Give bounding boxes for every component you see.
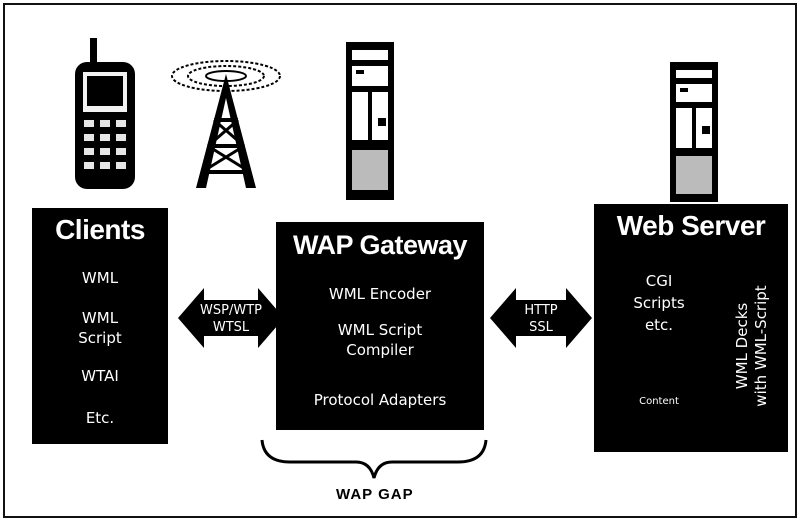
gateway-server-icon [346,42,394,200]
web-server-title: Web Server [616,210,766,241]
http-ssl-label: HTTP SSL [524,303,558,335]
web-server-content: Content [639,396,679,407]
arrow-clients-gateway [178,288,284,348]
clients-item-etc: Etc. [85,409,115,427]
clients-box: Clients WML WML Script WTAI Etc. [32,208,168,444]
arrow-gateway-server [490,288,592,348]
clients-item-wtai: WTAI [81,367,119,385]
gateway-box: WAP Gateway WML Encoder WML Script Compi… [276,222,484,430]
web-server-icon [670,62,718,202]
web-server-wml-decks: WML Decks with WML-Script [733,285,770,407]
radio-tower-icon [171,60,281,188]
web-server-box: Web Server CGI Scripts etc. Content WML … [594,204,788,452]
wap-gap-brace [260,439,488,479]
wap-gap-label: WAP GAP [336,486,414,503]
gateway-item-encoder: WML Encoder [328,285,432,303]
mobile-phone-icon [75,38,135,189]
gateway-title: WAP Gateway [292,230,468,260]
clients-title: Clients [55,214,145,245]
gateway-item-adapters: Protocol Adapters [313,391,447,409]
web-server-cgi: CGI Scripts etc. [633,272,685,334]
clients-item-wml: WML [81,269,119,287]
gateway-item-compiler: WML Script Compiler [337,321,423,359]
wsp-wtp-label: WSP/WTP WTSL [200,303,262,335]
clients-item-wml-script: WML Script [78,309,122,347]
